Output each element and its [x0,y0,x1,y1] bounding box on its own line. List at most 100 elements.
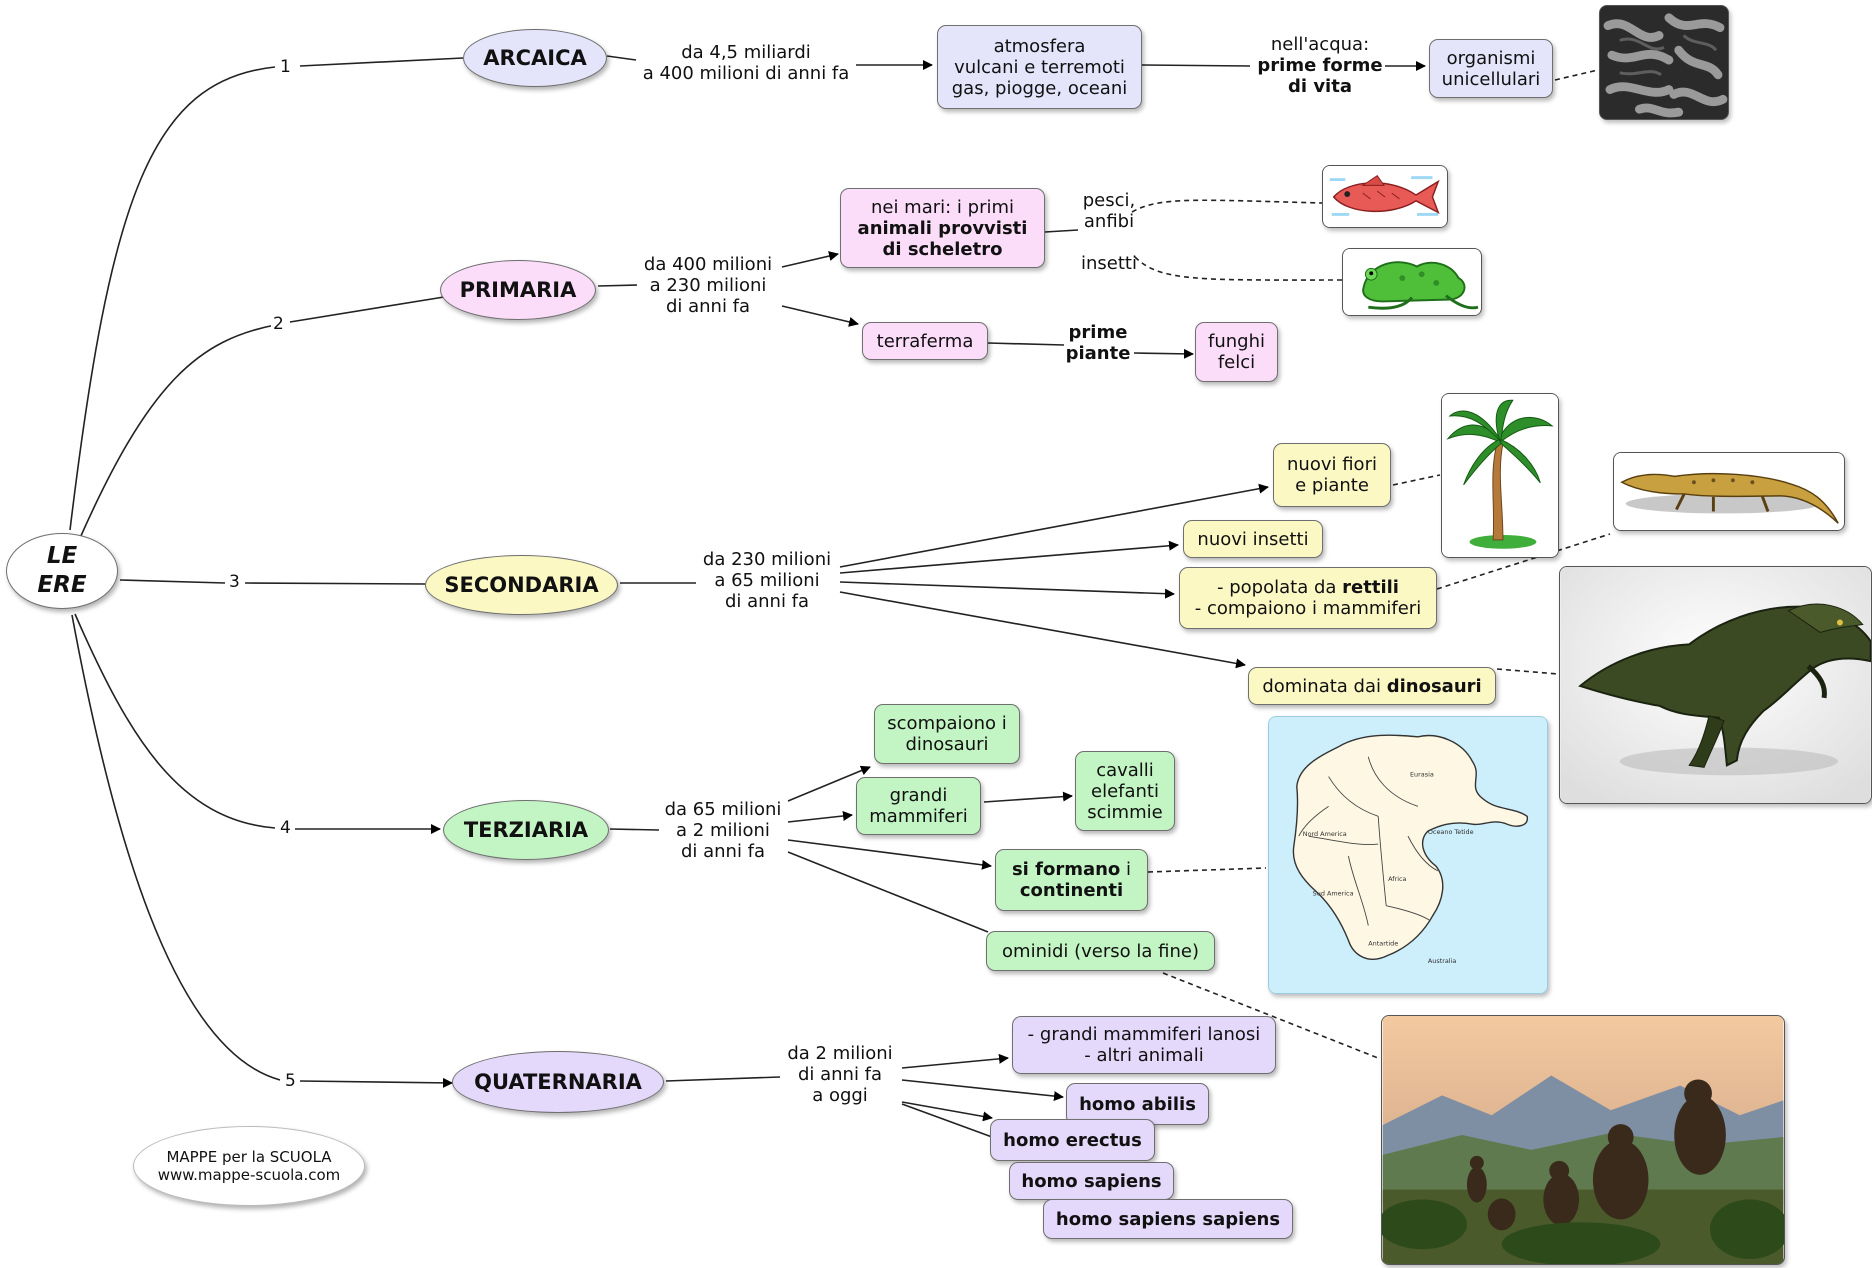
era-secondaria[interactable]: SECONDARIA [425,555,618,615]
era-secondaria-label: SECONDARIA [444,573,599,597]
rettili-bold: rettili [1342,577,1399,598]
node-homo-abilis[interactable]: homo abilis [1066,1083,1209,1125]
era-terziaria[interactable]: TERZIARIA [443,800,609,860]
branch-number-2: 2 [271,314,286,334]
mari-bold-line1: animali provvisti [857,217,1028,239]
map-label-antartide: Antartide [1368,939,1398,947]
bacteria-image [1599,5,1729,120]
label-prime-piante: prime piante [1058,322,1138,364]
time-secondaria-line1: da 230 milioni [702,549,832,570]
atmosfera-line2: vulcani e terremoti [954,56,1125,78]
time-arcaica-line2: a 400 milioni di anni fa [642,63,850,84]
root-title-line2: ERE [37,572,87,598]
node-nuovi-insetti[interactable]: nuovi insetti [1183,520,1323,558]
homo-erectus-text: homo erectus [1003,1129,1142,1151]
continents-map-image: Nord America Sud America Africa Eurasia … [1268,716,1548,994]
fiori-line1: nuovi fiori [1287,454,1377,475]
cavalli-line2: elefanti [1091,780,1159,802]
node-organismi[interactable]: organismi unicellulari [1429,39,1553,98]
organismi-line1: organismi [1446,47,1536,69]
era-arcaica[interactable]: ARCAICA [463,29,607,87]
mari-bold-line2: di scheletro [882,238,1003,260]
time-quaternaria-line2: di anni fa [797,1064,883,1085]
time-terziaria-line2: a 2 milioni [676,820,770,841]
root-node-le-ere[interactable]: LE ERE [6,533,118,609]
node-homo-sapiens[interactable]: homo sapiens [1009,1162,1174,1200]
era-terziaria-label: TERZIARIA [463,818,589,842]
map-label-nord-america: Nord America [1303,830,1347,838]
era-arcaica-label: ARCAICA [483,46,587,70]
time-primaria-line3: di anni fa [665,296,751,317]
label-insetti: insetti [1076,253,1142,274]
node-mari[interactable]: nei mari: i primi animali provvisti di s… [840,188,1045,268]
palm-tree-image [1441,393,1559,558]
time-secondaria: da 230 milioni a 65 milioni di anni fa [692,549,842,612]
credit-badge[interactable]: MAPPE per la SCUOLA www.mappe-scuola.com [133,1126,365,1206]
mammiferi-line: - compaiono i mammiferi [1194,598,1422,619]
node-homo-erectus[interactable]: homo erectus [990,1119,1155,1161]
time-arcaica: da 4,5 miliardi a 400 milioni di anni fa [632,42,860,84]
era-quaternaria[interactable]: QUATERNARIA [452,1051,664,1113]
funghi-line2: felci [1217,352,1256,373]
time-arcaica-line1: da 4,5 miliardi [681,42,811,63]
piante-bold-line2: piante [1065,343,1131,364]
label-acqua: nell'acqua: prime forme di vita [1250,34,1390,97]
piante-bold-line1: prime [1068,322,1128,343]
rettili-pre: - popolata da [1217,577,1343,598]
nuovi-insetti-text: nuovi insetti [1197,528,1309,550]
node-cavalli-elefanti-scimmie[interactable]: cavalli elefanti scimmie [1075,751,1175,831]
node-nuovi-fiori[interactable]: nuovi fiori e piante [1273,443,1391,507]
time-quaternaria-line1: da 2 milioni [787,1043,893,1064]
branch-number-5: 5 [283,1071,298,1091]
node-atmosfera[interactable]: atmosfera vulcani e terremoti gas, piogg… [937,25,1142,109]
time-secondaria-line3: di anni fa [724,591,810,612]
dinosauri-pre: dominata dai [1262,675,1387,697]
era-primaria[interactable]: PRIMARIA [440,260,596,320]
map-label-sud-america: Sud America [1313,890,1354,898]
time-terziaria-line1: da 65 milioni [664,799,782,820]
map-label-africa: Africa [1388,875,1406,883]
era-quaternaria-label: QUATERNARIA [474,1070,642,1094]
pesci-line2: anfibi [1083,211,1135,232]
node-scompaiono-dinosauri[interactable]: scompaiono i dinosauri [874,704,1020,764]
time-terziaria-line3: di anni fa [680,841,766,862]
node-dinosauri[interactable]: dominata dai dinosauri [1248,667,1496,705]
time-secondaria-line2: a 65 milioni [714,570,820,591]
rettili-line: - popolata da rettili [1217,577,1399,598]
acqua-bold-line2: di vita [1288,76,1352,97]
atmosfera-line1: atmosfera [993,35,1086,57]
continenti-bold2: continenti [1019,880,1124,901]
credit-line2: www.mappe-scuola.com [157,1166,341,1184]
cavalli-line3: scimmie [1087,801,1163,823]
node-terraferma[interactable]: terraferma [862,322,988,360]
t-rex-image [1559,566,1872,804]
grandi-line1: grandi [889,785,948,806]
lanosi-line1: - grandi mammiferi lanosi [1027,1024,1261,1045]
node-mammiferi-lanosi[interactable]: - grandi mammiferi lanosi - altri animal… [1012,1016,1276,1074]
lanosi-line2: - altri animali [1084,1045,1204,1066]
map-label-oceano-tetide: Oceano Tetide [1428,828,1474,836]
grandi-line2: mammiferi [869,806,968,827]
node-si-formano-continenti[interactable]: si formano i continenti [995,849,1148,911]
organismi-line2: unicellulari [1441,68,1541,90]
time-primaria: da 400 milioni a 230 milioni di anni fa [633,254,783,317]
cavalli-line1: cavalli [1096,759,1154,781]
atmosfera-line3: gas, piogge, oceani [951,77,1128,99]
node-rettili-mammiferi[interactable]: - popolata da rettili - compaiono i mamm… [1179,567,1437,629]
branch-number-4: 4 [278,818,293,838]
node-grandi-mammiferi[interactable]: grandi mammiferi [856,777,981,835]
label-pesci-anfibi: pesci, anfibi [1076,190,1142,232]
credit-line1: MAPPE per la SCUOLA [166,1148,332,1166]
dinosauri-bold: dinosauri [1386,675,1482,697]
node-ominidi[interactable]: ominidi (verso la fine) [986,931,1215,971]
time-quaternaria-line3: a oggi [812,1085,868,1106]
map-label-australia: Australia [1428,957,1457,965]
node-funghi-felci[interactable]: funghi felci [1195,322,1278,382]
branch-number-1: 1 [278,57,293,77]
scompaiono-line2: dinosauri [905,734,989,755]
fish-image [1322,165,1448,228]
homo-sapiens-text: homo sapiens [1021,1170,1162,1192]
continenti-post: i [1120,859,1132,880]
node-homo-sapiens-sapiens[interactable]: homo sapiens sapiens [1043,1199,1293,1239]
